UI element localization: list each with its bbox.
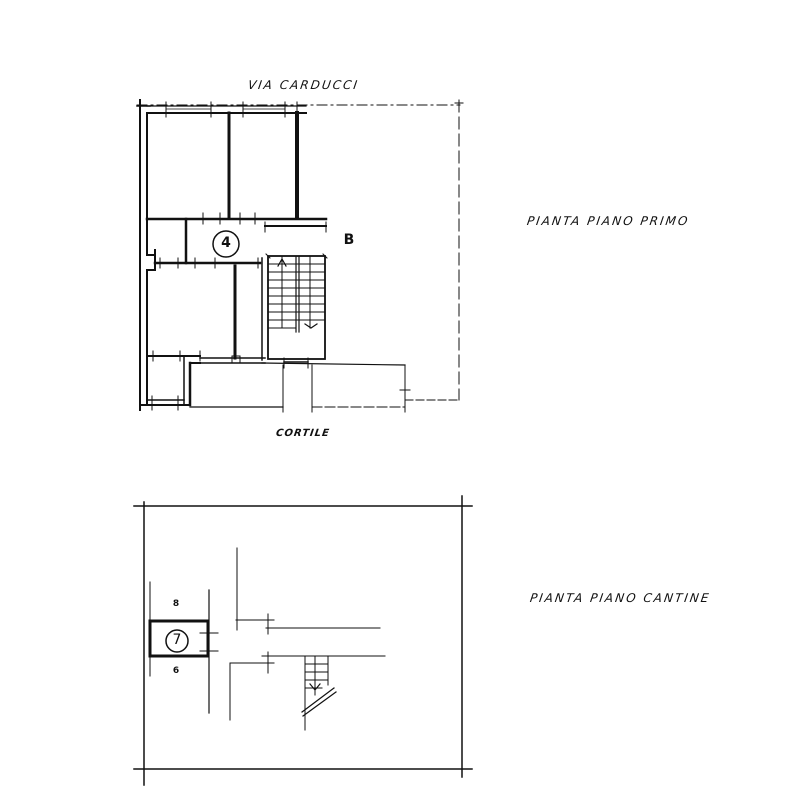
first-floor-plan: [136, 99, 464, 413]
street-label: VIA CARDUCCI: [247, 78, 361, 92]
unit-7-number: 7: [172, 632, 182, 648]
courtyard-label: CORTILE: [275, 428, 331, 439]
cellar-floor-plan: [133, 495, 473, 786]
cellar-floor-title: PIANTA PIANO CANTINE: [529, 591, 712, 605]
unit-4-number: 4: [221, 235, 231, 251]
adjacent-cellar-8: 8: [172, 599, 180, 609]
unit-4-marker: [212, 230, 240, 258]
adjacent-cellar-6: 6: [172, 666, 180, 676]
first-floor-title: PIANTA PIANO PRIMO: [526, 214, 691, 228]
unit-7-marker: [165, 629, 189, 653]
stair-block-label: B: [343, 232, 355, 248]
